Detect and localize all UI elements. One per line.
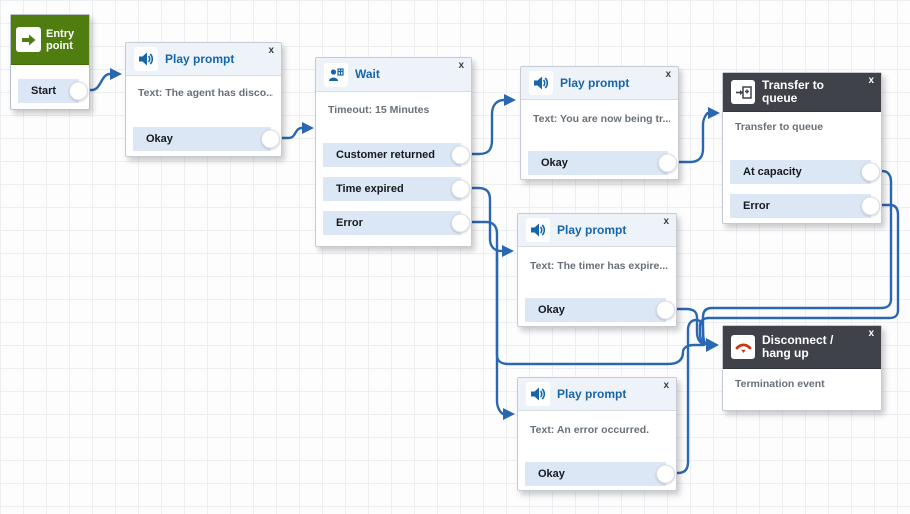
connector-play3-to-disconnect[interactable] bbox=[663, 307, 707, 346]
play-prompt-3-header: Play prompt x bbox=[518, 214, 676, 247]
okay-output-port[interactable] bbox=[656, 464, 675, 484]
wait-icon bbox=[324, 62, 348, 87]
connector-play2-to-transfer[interactable] bbox=[665, 111, 710, 164]
connector-play1-to-wait[interactable] bbox=[268, 126, 304, 140]
output-customer-returned[interactable]: Customer returned bbox=[323, 143, 470, 167]
node-play-prompt-1[interactable]: Play prompt x Text: The agent has disco.… bbox=[125, 42, 282, 157]
output-start[interactable]: Start bbox=[18, 79, 88, 103]
customer-returned-port[interactable] bbox=[451, 145, 470, 165]
output-okay[interactable]: Okay bbox=[133, 127, 280, 151]
connector-error-to-play4[interactable] bbox=[458, 220, 506, 416]
termination-text: Termination event bbox=[735, 378, 825, 390]
play-prompt-2-header: Play prompt x bbox=[521, 67, 678, 100]
play-prompt-4-header: Play prompt x bbox=[518, 378, 676, 411]
output-okay[interactable]: Okay bbox=[528, 151, 677, 175]
connector-time-expired-to-play3[interactable] bbox=[458, 186, 503, 253]
entry-point-title: Entry point bbox=[46, 27, 75, 52]
node-entry-point[interactable]: Entry point Start bbox=[10, 14, 90, 110]
play-prompt-1-header: Play prompt x bbox=[126, 43, 281, 76]
transfer-header: Transfer to queue x bbox=[723, 73, 881, 112]
output-time-expired[interactable]: Time expired bbox=[323, 177, 470, 201]
close-icon[interactable]: x bbox=[663, 380, 669, 391]
output-okay[interactable]: Okay bbox=[525, 462, 675, 486]
close-icon[interactable]: x bbox=[663, 216, 669, 227]
error-port[interactable] bbox=[861, 196, 880, 216]
phone-hangup-icon bbox=[731, 335, 755, 359]
connector-branch-to-disconnect[interactable] bbox=[495, 249, 706, 366]
close-icon[interactable]: x bbox=[268, 45, 274, 56]
disconnect-header: Disconnect / hang up x bbox=[723, 326, 881, 369]
connector-start-to-play1[interactable] bbox=[76, 72, 112, 92]
prompt-text: Text: You are now being tr... bbox=[533, 113, 670, 125]
transfer-text: Transfer to queue bbox=[735, 121, 824, 133]
close-icon[interactable]: x bbox=[868, 328, 874, 339]
time-expired-port[interactable] bbox=[451, 179, 470, 199]
okay-output-port[interactable] bbox=[656, 300, 675, 320]
close-icon[interactable]: x bbox=[458, 60, 464, 71]
prompt-text: Text: The timer has expire... bbox=[530, 260, 668, 272]
start-output-port[interactable] bbox=[69, 81, 88, 101]
node-wait[interactable]: Wait x Timeout: 15 Minutes Customer retu… bbox=[315, 57, 472, 247]
output-error[interactable]: Error bbox=[323, 211, 470, 235]
entry-point-header: Entry point bbox=[11, 15, 89, 65]
speaker-icon bbox=[526, 382, 550, 406]
prompt-text: Text: An error occurred. bbox=[530, 424, 650, 436]
connector-customer-returned-to-play2[interactable] bbox=[458, 98, 506, 156]
output-at-capacity[interactable]: At capacity bbox=[730, 160, 880, 184]
transfer-queue-icon bbox=[731, 80, 755, 104]
node-play-prompt-3[interactable]: Play prompt x Text: The timer has expire… bbox=[517, 213, 677, 327]
output-error[interactable]: Error bbox=[730, 194, 880, 218]
prompt-text: Text: The agent has disco... bbox=[138, 87, 273, 99]
node-play-prompt-4[interactable]: Play prompt x Text: An error occurred. O… bbox=[517, 377, 677, 491]
wait-header: Wait x bbox=[316, 58, 471, 92]
speaker-icon bbox=[529, 71, 553, 95]
connector-play4-to-disconnect[interactable] bbox=[666, 318, 708, 475]
okay-output-port[interactable] bbox=[261, 129, 280, 149]
okay-output-port[interactable] bbox=[658, 153, 677, 173]
node-play-prompt-2[interactable]: Play prompt x Text: You are now being tr… bbox=[520, 66, 679, 180]
wait-timeout-text: Timeout: 15 Minutes bbox=[328, 104, 430, 116]
close-icon[interactable]: x bbox=[868, 75, 874, 86]
node-disconnect[interactable]: Disconnect / hang up x Termination event bbox=[722, 325, 882, 411]
at-capacity-port[interactable] bbox=[861, 162, 880, 182]
connector-transfer-error-to-disconnect[interactable] bbox=[698, 203, 900, 346]
arrowheads bbox=[110, 68, 720, 420]
error-port[interactable] bbox=[451, 213, 470, 233]
speaker-icon bbox=[526, 218, 550, 242]
speaker-icon bbox=[134, 47, 158, 71]
entry-arrow-icon bbox=[16, 27, 41, 52]
node-transfer-to-queue[interactable]: Transfer to queue x Transfer to queue At… bbox=[722, 72, 882, 224]
output-okay[interactable]: Okay bbox=[525, 298, 675, 322]
close-icon[interactable]: x bbox=[665, 69, 671, 80]
